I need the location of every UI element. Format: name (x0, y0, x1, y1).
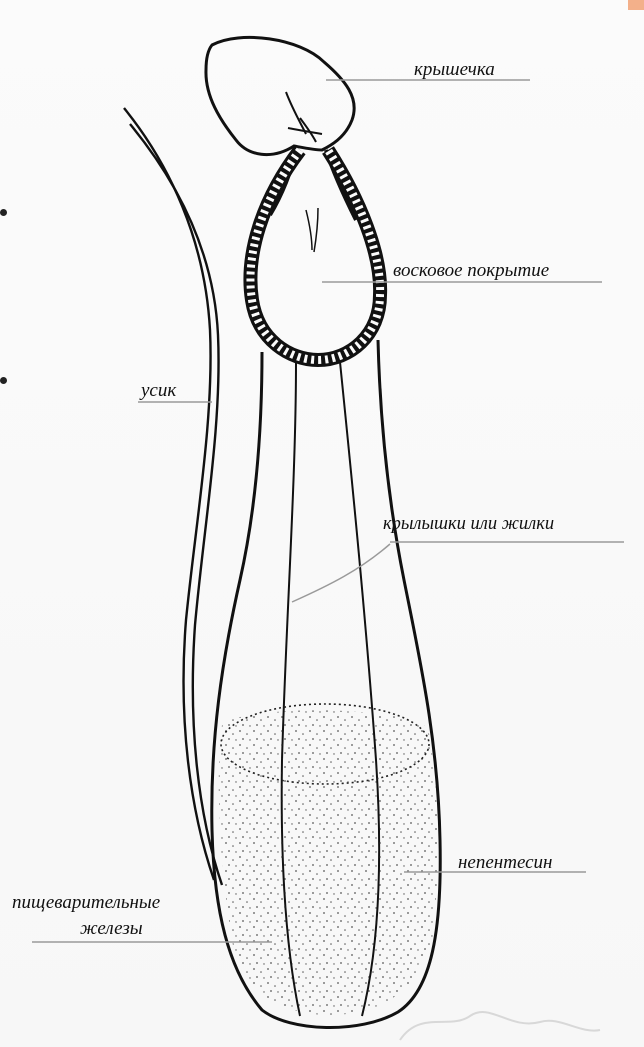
label-digestive-glands-line2: железы (80, 919, 143, 940)
lid-hinge (286, 92, 322, 142)
label-lid: крышечка (414, 60, 495, 81)
digestive-liquid (200, 700, 460, 1030)
signature-mark (400, 1012, 600, 1040)
label-wax-coating: восковое покрытие (393, 261, 549, 282)
label-wings-or-veins: крылышки или жилки (383, 514, 554, 534)
peristome-ring (250, 150, 380, 360)
label-digestive-glands-line1: пищеварительные (12, 893, 160, 914)
tendril (124, 108, 222, 885)
lid (206, 37, 354, 154)
label-tendril: усик (141, 381, 176, 402)
label-nepenthesin: непентесин (458, 853, 552, 874)
